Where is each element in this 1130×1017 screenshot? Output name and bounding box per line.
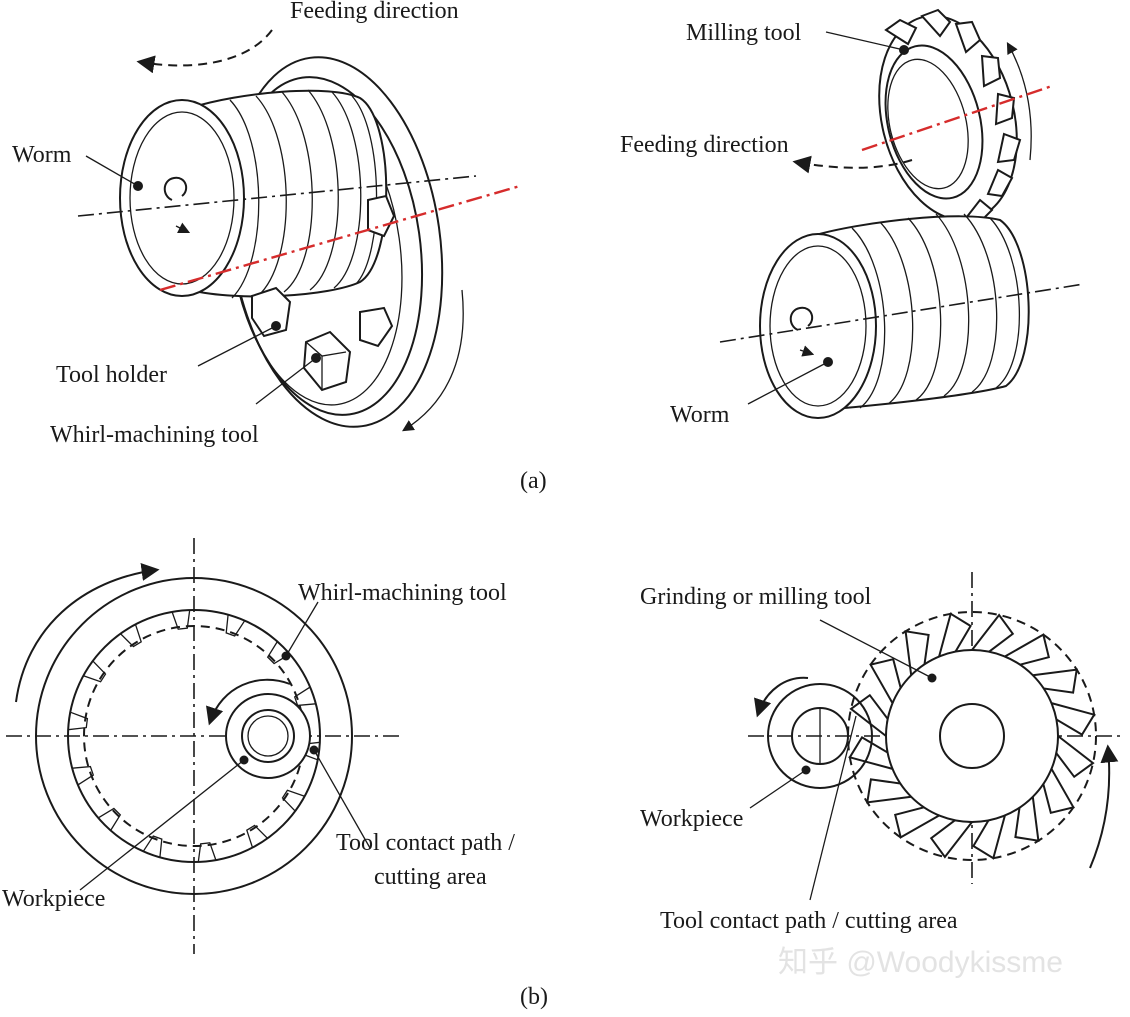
- whirl-tooth: [142, 835, 163, 858]
- grinding-tooth: [1055, 734, 1095, 779]
- whirl-tooth: [83, 660, 107, 683]
- milling-axis: [861, 84, 1053, 152]
- caption-b: (b): [520, 984, 548, 1010]
- worm-rotation-arrow: [163, 176, 188, 201]
- worm-axis-right: [719, 283, 1085, 343]
- whirl-tooth: [97, 807, 122, 831]
- label-whirl-tool-a: Whirl-machining tool: [50, 422, 259, 448]
- worm-rotation-arrow-right: [789, 306, 814, 331]
- panel-a-whirl-diagram: Feeding direction Worm Tool holder Whirl…: [12, 0, 521, 448]
- feeding-direction-arrow: [136, 29, 273, 74]
- label-tool-holder: Tool holder: [56, 362, 167, 388]
- whirl-tooth: [72, 765, 95, 786]
- whirl-tooth: [197, 842, 217, 862]
- grinding-rotation-arrow: [1089, 744, 1119, 869]
- grinding-tool-outline: [847, 611, 1097, 861]
- label-feeding-direction-a-left: Feeding direction: [290, 0, 459, 24]
- contact-leader-b: [313, 749, 371, 849]
- tool-holder-leader: [197, 325, 277, 367]
- whirl-tool-leader-b: [285, 601, 319, 657]
- grinding-tooth: [970, 613, 1015, 653]
- label-workpiece-b-right: Workpiece: [640, 806, 743, 832]
- holder-rotation-arrow: [402, 289, 464, 432]
- worm-axis: [77, 175, 477, 217]
- worm-rotation-tip: [175, 222, 191, 234]
- grinding-tooth: [929, 819, 974, 859]
- grinding-tool-body: [885, 649, 1059, 823]
- milling-tool: [878, 8, 1022, 226]
- whirl-tool-inserts: [251, 194, 396, 392]
- workpiece-b-right: [767, 683, 873, 789]
- worm-rotation-tip-right: [799, 345, 815, 357]
- whirl-tooth: [120, 624, 142, 648]
- panel-a-milling-diagram: Milling tool Feeding direction Worm: [620, 8, 1085, 428]
- worm-leader-right: [747, 361, 829, 405]
- workpiece-rotation-arrow: [206, 678, 291, 726]
- worm-leader: [85, 155, 139, 187]
- tool-holder-outer: [35, 577, 353, 895]
- whirl-tool-teeth: [68, 610, 320, 862]
- grinding-tool-bore: [939, 703, 1005, 769]
- worm-body: [119, 89, 388, 299]
- whirl-tooth: [225, 614, 246, 637]
- watermark: 知乎 @Woodykissme: [778, 946, 1063, 979]
- label-worm-a-left: Worm: [12, 142, 72, 168]
- label-whirl-tool-b: Whirl-machining tool: [298, 580, 507, 606]
- grinding-tooth: [849, 693, 889, 738]
- label-milling-tool: Milling tool: [686, 20, 802, 46]
- whirl-tool-leader: [255, 357, 317, 405]
- caption-a: (a): [520, 468, 547, 494]
- whirl-tooth: [171, 610, 191, 630]
- milling-tool-leader: [825, 31, 905, 51]
- whirl-tooth: [281, 789, 305, 812]
- label-grinding-tool: Grinding or milling tool: [640, 584, 872, 610]
- whirl-tooth: [266, 641, 291, 665]
- workpiece-leader-right: [749, 769, 807, 809]
- holder-axis: [159, 184, 521, 292]
- label-worm-a-right: Worm: [670, 402, 730, 428]
- tool-holder-inner: [67, 609, 321, 863]
- label-contact-line1-b: Tool contact path /: [336, 830, 515, 856]
- workpiece-leader-b: [79, 759, 245, 891]
- workpiece-rotation-arrow-right: [754, 676, 809, 718]
- label-contact-b-right: Tool contact path / cutting area: [660, 908, 958, 934]
- workpiece-b-left: [225, 693, 311, 779]
- panel-b-whirl-diagram: Whirl-machining tool Tool contact path /…: [2, 538, 515, 954]
- contact-leader-right: [809, 715, 857, 901]
- whirl-tooth: [293, 686, 316, 707]
- whirl-tooth: [68, 711, 89, 731]
- panel-b-grinding-diagram: Grinding or milling tool Workpiece Tool …: [640, 572, 1120, 934]
- whirl-tooth: [246, 824, 268, 848]
- tool-holder-rotation-arrow: [15, 563, 160, 703]
- label-workpiece-b-left: Workpiece: [2, 886, 105, 912]
- label-feeding-direction-a-right: Feeding direction: [620, 132, 789, 158]
- grinding-tool-leader: [819, 619, 933, 679]
- label-contact-line2-b: cutting area: [374, 864, 487, 890]
- milling-rotation-arrow: [1006, 41, 1032, 161]
- worm-body-right: [759, 213, 1030, 419]
